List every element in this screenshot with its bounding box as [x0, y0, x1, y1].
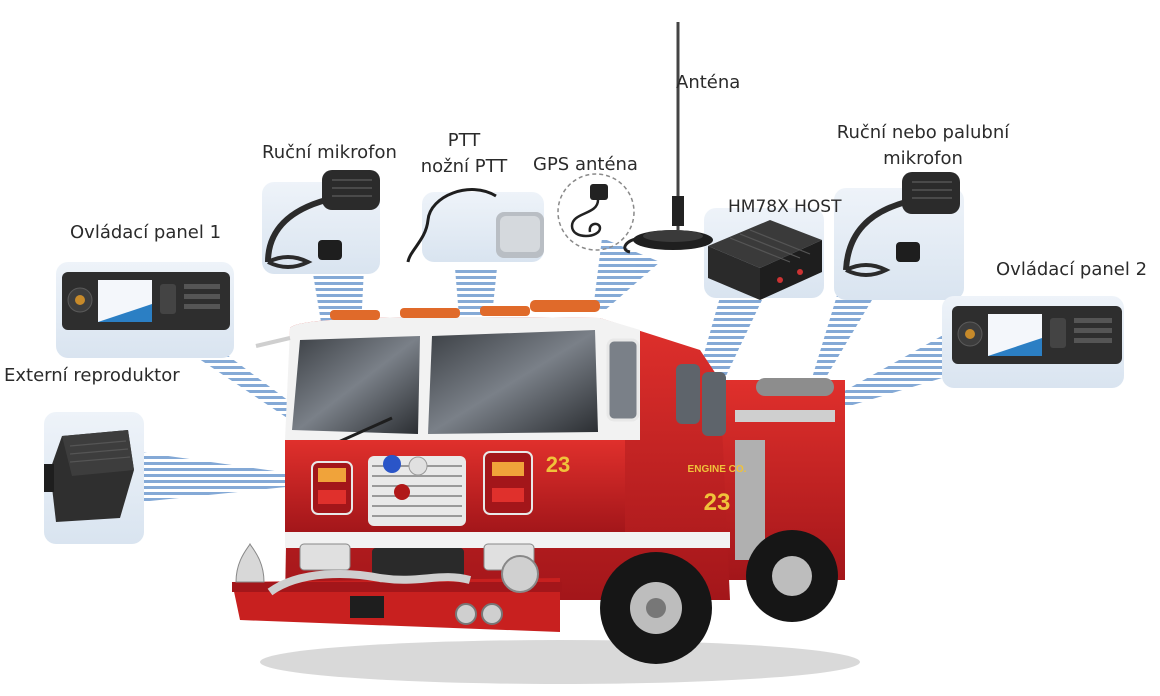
- label-ptt-line1: PTT: [447, 130, 481, 151]
- truck-side-text: ENGINE CO.: [688, 464, 747, 475]
- external-speaker-device: [44, 430, 134, 522]
- foot-ptt-device: [406, 188, 544, 263]
- label-panel1: Ovládací panel 1: [70, 222, 222, 243]
- label-host: HM78X HOST: [728, 197, 842, 217]
- gps-antenna-device: [557, 173, 635, 251]
- fire-truck: 23 23 ENGINE CO.: [232, 300, 860, 684]
- label-deck-mic: Ruční nebo palubní mikrofon: [826, 120, 1020, 172]
- beam-speaker: [140, 452, 296, 502]
- beam-gps: [594, 238, 660, 312]
- label-antenna: Anténa: [676, 72, 741, 93]
- label-speaker: Externí reproduktor: [4, 365, 180, 386]
- label-ptt: PTT nožní PTT: [404, 128, 524, 180]
- truck-number-side: 23: [704, 489, 731, 516]
- truck-number-front: 23: [546, 452, 570, 477]
- label-handheld-mic: Ruční mikrofon: [262, 142, 397, 163]
- label-panel2: Ovládací panel 2: [996, 259, 1148, 280]
- handheld-mic-device: [265, 170, 380, 269]
- beam-panel2: [832, 330, 962, 410]
- deck-mic-device: [843, 172, 960, 277]
- antenna-device: [623, 22, 713, 254]
- label-deck-mic-line1: Ruční nebo palubní: [836, 122, 1010, 143]
- beam-deckmic: [812, 292, 872, 384]
- label-deck-mic-line2: mikrofon: [883, 148, 963, 169]
- label-gps-antenna: GPS anténa: [533, 154, 638, 175]
- control-panel-1-device: [62, 272, 230, 330]
- label-ptt-line2: nožní PTT: [420, 156, 508, 177]
- control-panel-2-device: [952, 306, 1122, 364]
- host-device: [708, 220, 822, 300]
